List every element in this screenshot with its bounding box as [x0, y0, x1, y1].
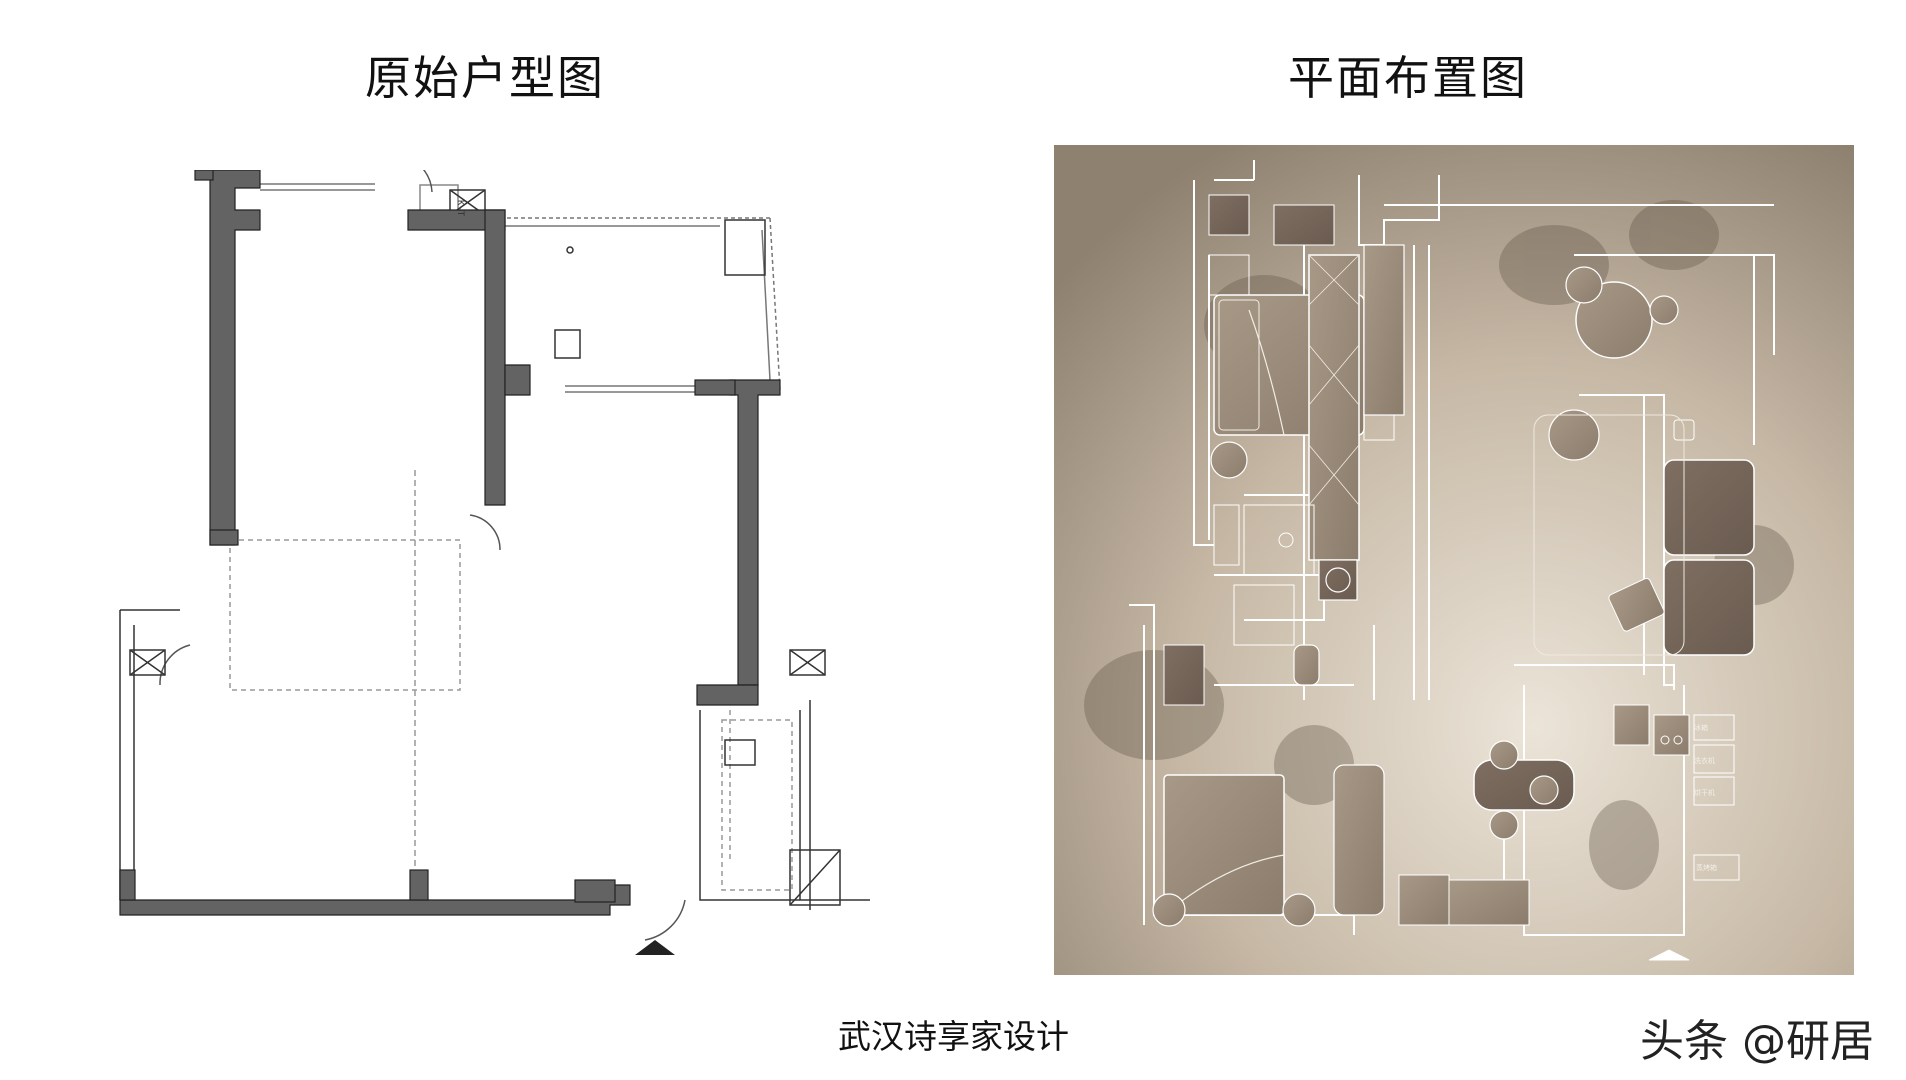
- oven-label: 蒸烤箱: [1696, 863, 1717, 872]
- bed-second: [1163, 774, 1285, 916]
- sofa-section-1: [1663, 459, 1755, 556]
- svg-text:K-T: K-T: [455, 200, 465, 217]
- coffee-table: [1548, 409, 1600, 461]
- layout-floor-plan-title: 平面布置图: [1288, 51, 1528, 105]
- dryer-label: 烘干机: [1694, 788, 1715, 797]
- source-watermark: 头条 @研居: [1640, 1016, 1874, 1067]
- washer-label: 洗衣机: [1694, 756, 1715, 765]
- dining-table: [1473, 759, 1575, 811]
- original-floor-plan-drawing: K-T: [119, 170, 870, 955]
- sofa-section-2: [1663, 559, 1755, 656]
- layout-floor-plan-drawing: 冰箱 洗衣机 烘干机 蒸烤箱: [1054, 145, 1854, 975]
- round-table: [1575, 281, 1653, 359]
- fridge-label: 冰箱: [1694, 723, 1708, 732]
- original-floor-plan-title: 原始户型图: [365, 51, 605, 105]
- designer-caption: 武汉诗享家设计: [838, 1017, 1069, 1056]
